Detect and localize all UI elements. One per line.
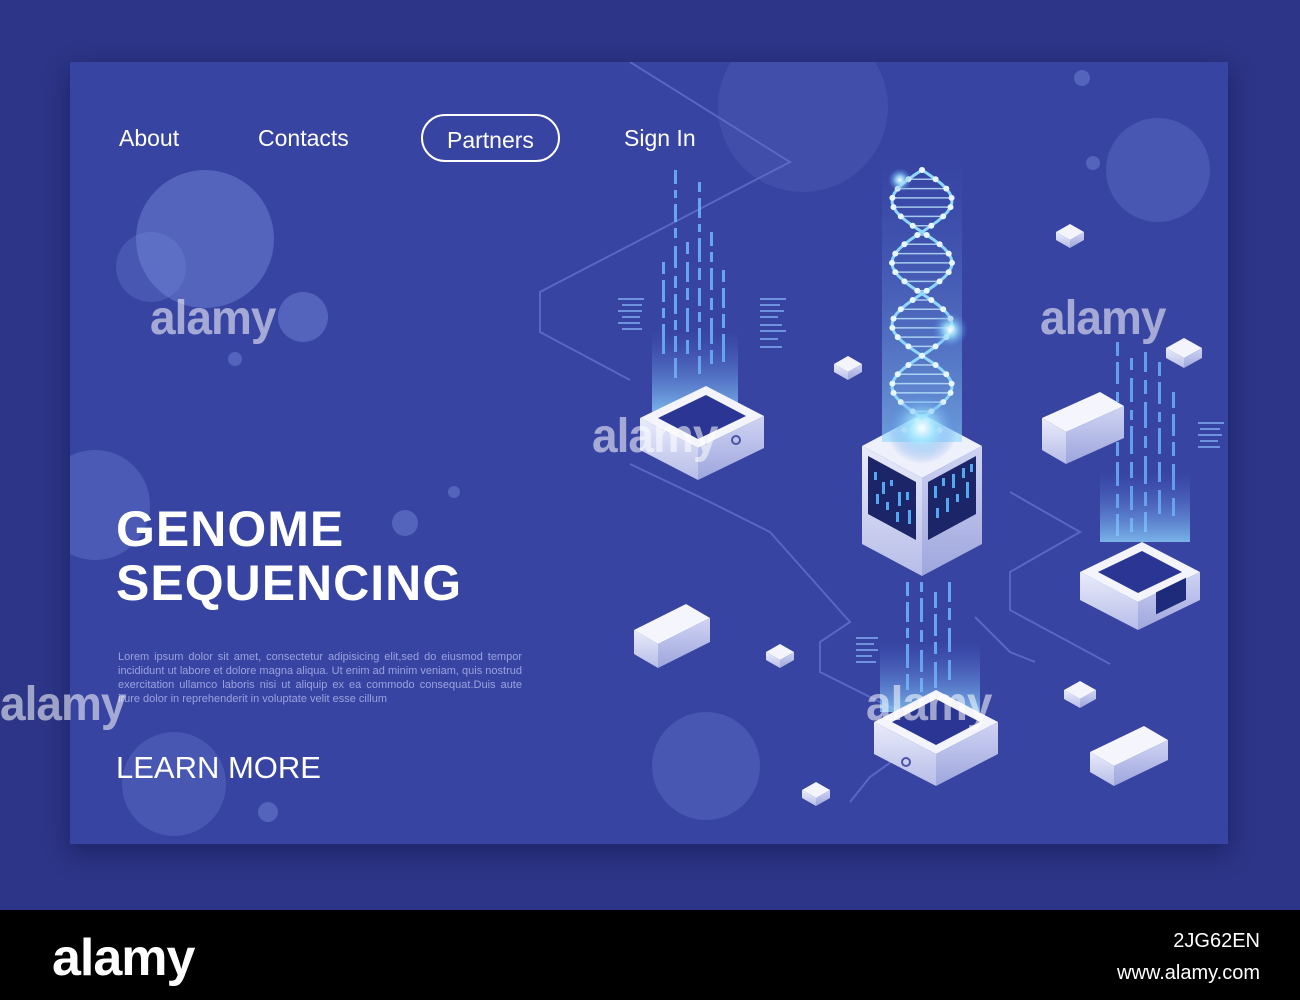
server-node-left: [640, 386, 764, 480]
server-node-bottom: [874, 690, 998, 786]
decor-bubble: [652, 712, 760, 820]
learn-more-button[interactable]: LEARN MORE: [116, 750, 321, 785]
decor-bubble: [718, 62, 888, 192]
server-node-right: [1080, 542, 1200, 630]
decor-bubble: [278, 292, 328, 342]
footer-logo: alamy: [52, 929, 195, 987]
data-node-icon: [834, 356, 862, 380]
server-block-icon: [862, 414, 982, 576]
page-background: About Contacts Partners Sign In GENOME S…: [0, 0, 1300, 910]
footer-url: www.alamy.com: [1117, 962, 1260, 984]
decor-bubble: [1106, 118, 1210, 222]
decor-bubble: [116, 232, 186, 302]
landing-card: About Contacts Partners Sign In GENOME S…: [70, 62, 1228, 844]
slab-block: [1042, 392, 1124, 464]
watermark-text: alamy: [866, 675, 992, 731]
decor-bubble: [258, 802, 278, 822]
decor-bubble: [1086, 156, 1100, 170]
glow-spot: [888, 168, 912, 192]
nav-sign-in[interactable]: Sign In: [624, 125, 696, 151]
watermark-text: alamy: [592, 407, 718, 463]
watermark-text: alamy: [1040, 289, 1166, 345]
image-id: 2JG62EN: [1173, 930, 1260, 952]
data-node-icon: [1056, 224, 1084, 248]
decor-bubble: [1074, 70, 1090, 86]
nav-partners[interactable]: Partners: [421, 114, 560, 162]
glow-spot: [932, 312, 968, 348]
decor-bubble: [228, 352, 242, 366]
genome-illustration: [539, 62, 1224, 806]
watermark-footer: alamy 2JG62EN www.alamy.com: [0, 910, 1300, 1000]
data-node-icon: [802, 782, 830, 806]
watermark-text: alamy: [0, 675, 126, 731]
nav-contacts[interactable]: Contacts: [258, 125, 349, 151]
decor-bubble: [122, 732, 226, 836]
decor-bubble: [448, 486, 460, 498]
data-node-icon: [766, 644, 794, 668]
data-node-icon: [1166, 338, 1202, 368]
code-snippets: [618, 298, 1224, 663]
hero-title-line: GENOME: [116, 501, 345, 557]
circuit-lines: [539, 62, 1111, 803]
slab-block: [634, 604, 710, 668]
glow-spot: [886, 392, 958, 464]
hero-title: GENOME SEQUENCING: [116, 502, 462, 610]
slab-block: [1090, 726, 1168, 786]
data-node-icon: [1064, 681, 1096, 708]
nav-about[interactable]: About: [119, 125, 180, 151]
decor-bubble: [136, 170, 274, 308]
beam-right: [1100, 472, 1190, 542]
hero-title-line: SEQUENCING: [116, 555, 463, 611]
watermark-text: alamy: [150, 289, 276, 345]
hero-description: Lorem ipsum dolor sit amet, consectetur …: [118, 651, 522, 705]
decor-bubble: [392, 510, 418, 536]
